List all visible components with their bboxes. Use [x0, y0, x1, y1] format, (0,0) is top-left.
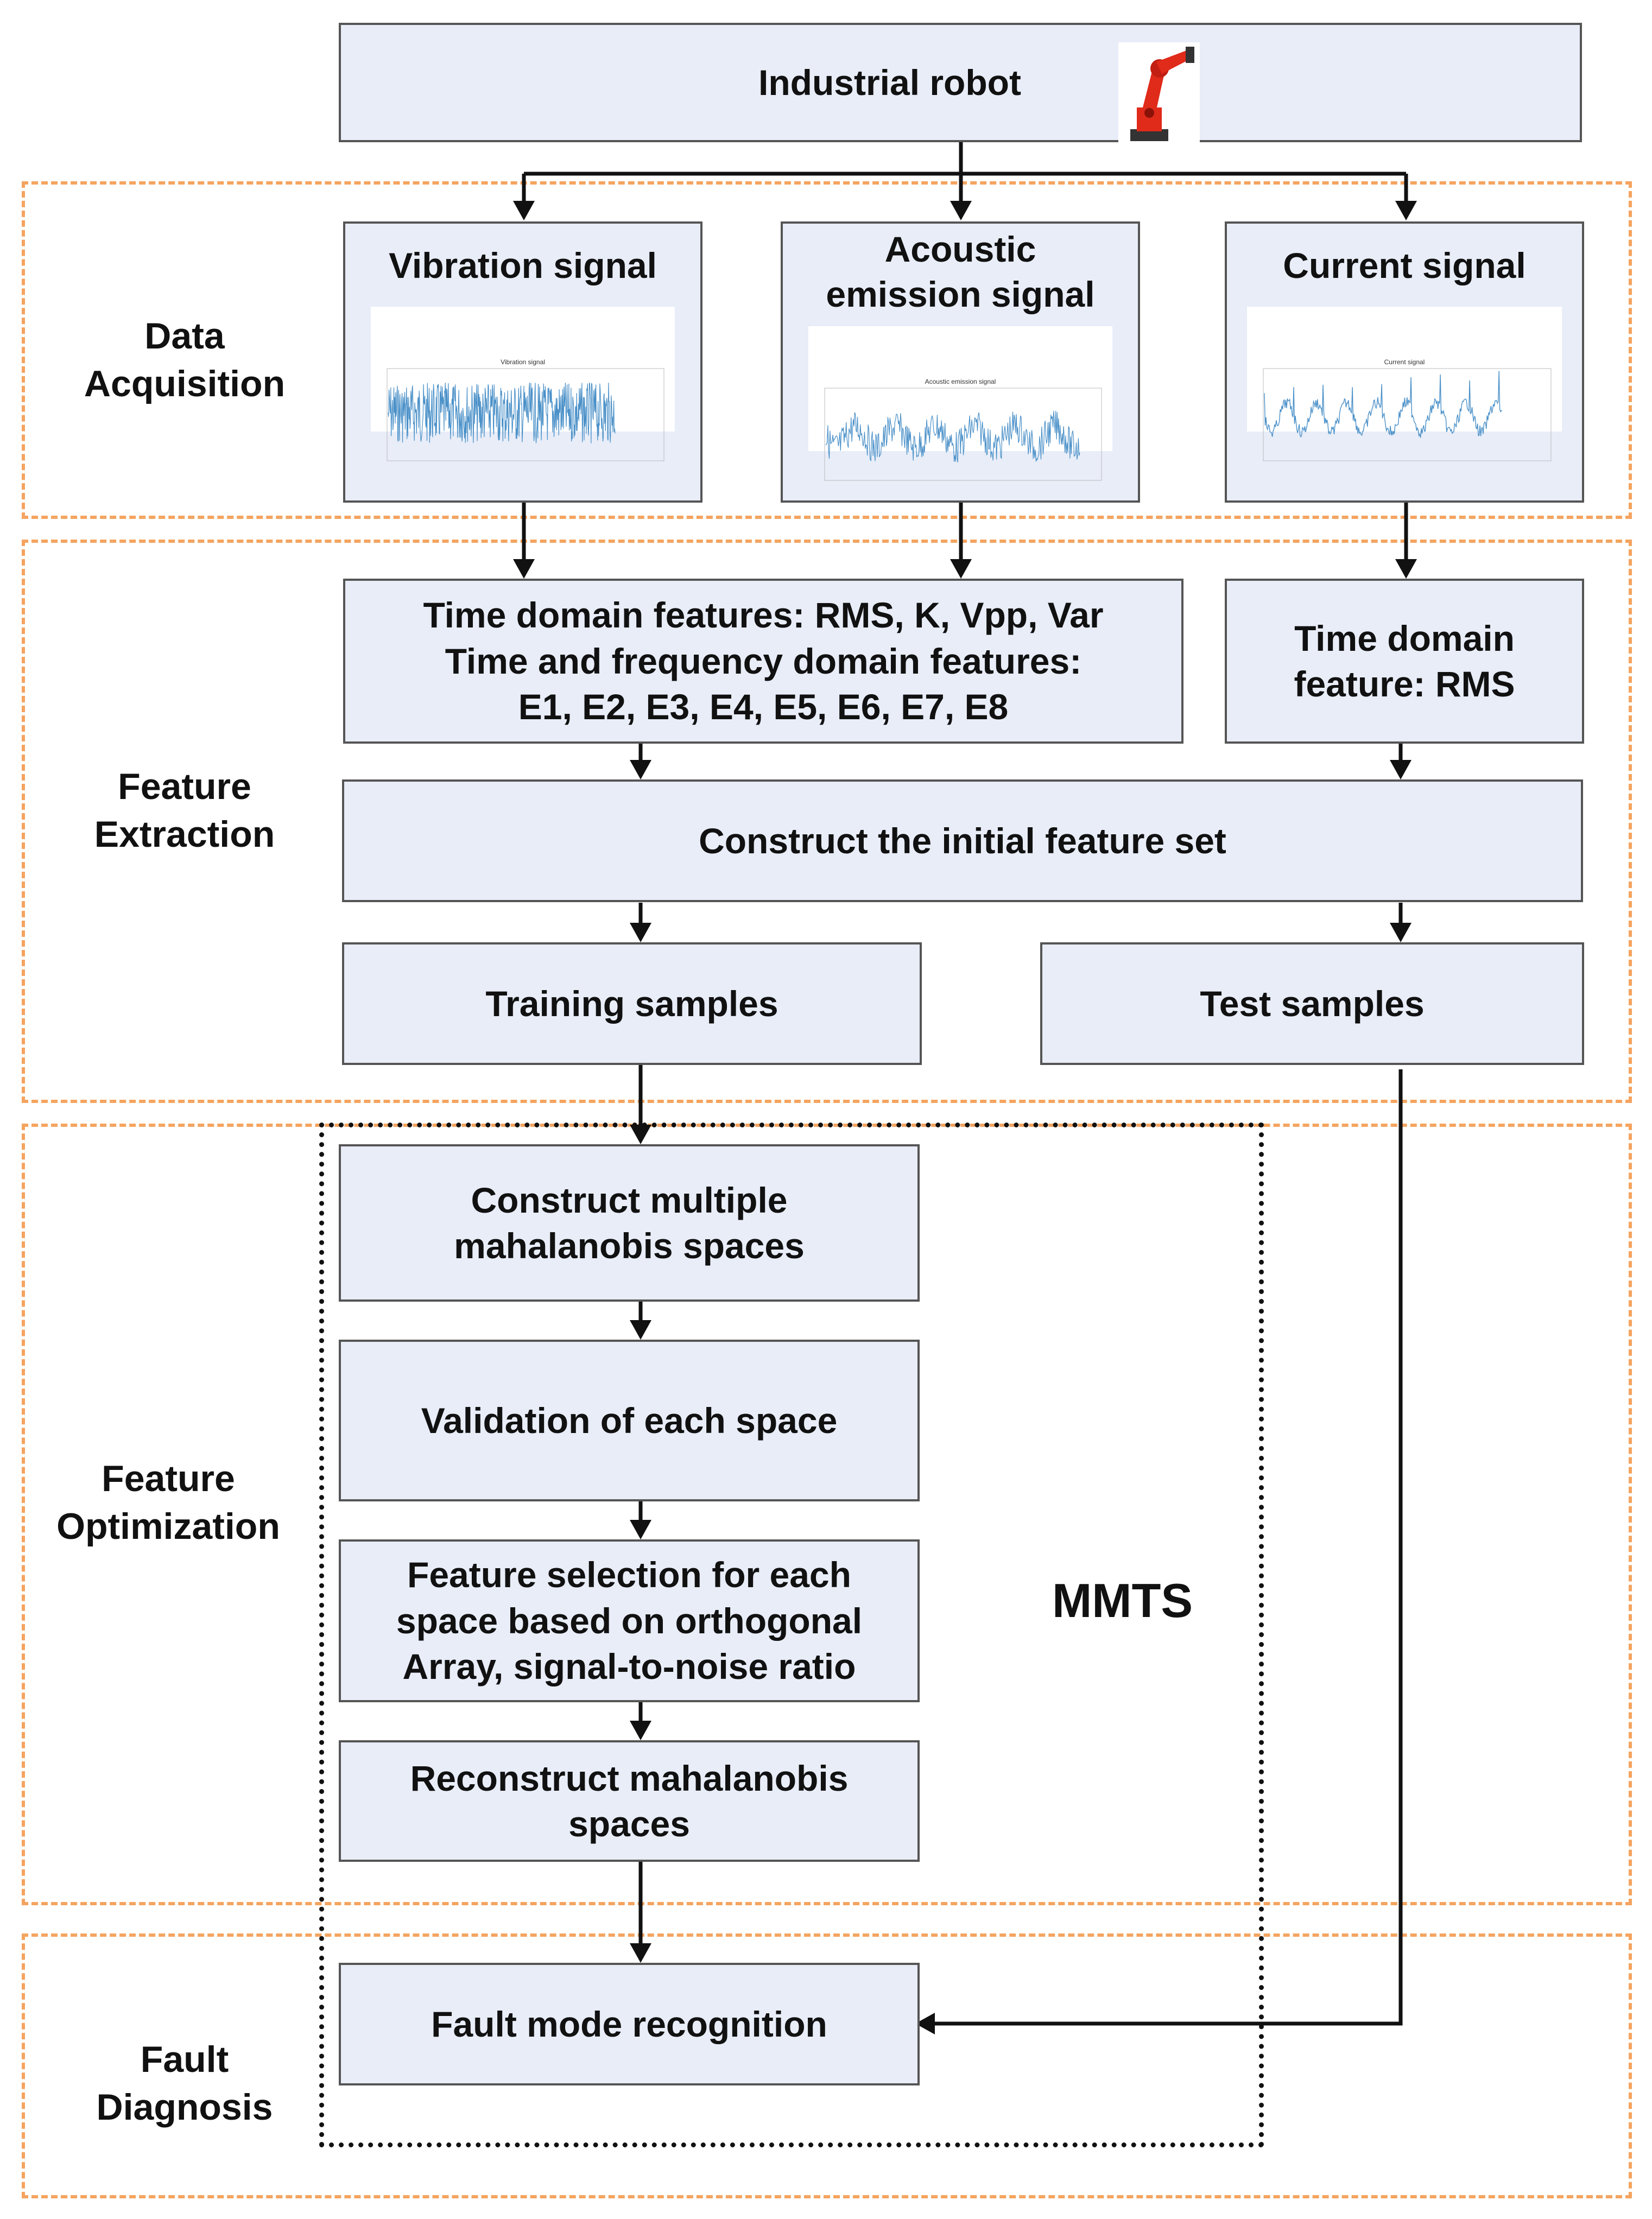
- fault-mode-recognition-box: Fault mode recognition: [339, 1963, 920, 2085]
- industrial-robot-label: Industrial robot: [758, 62, 1021, 103]
- arrowhead-construct: [630, 1125, 651, 1144]
- arrowhead-initial-left: [630, 760, 651, 779]
- arrowhead-recognition-side: [915, 2013, 935, 2034]
- arrowhead-current-features: [1395, 559, 1417, 579]
- arrowhead-vibration: [513, 201, 535, 220]
- construct-spaces-box: Construct multiple mahalanobis spaces: [339, 1144, 920, 1302]
- current-signal-box: Current signal Current signal: [1225, 221, 1584, 503]
- feature-selection-box: Feature selection for each space based o…: [339, 1539, 920, 1702]
- features-right-box: Time domain feature: RMS: [1225, 579, 1584, 744]
- arrowhead-selection: [630, 1520, 651, 1539]
- mmts-label: MMTS: [1052, 1574, 1193, 1627]
- acoustic-plot-title: Acoustic emission signal: [925, 378, 996, 385]
- arrowhead-test: [1390, 923, 1412, 942]
- arrowhead-vibration-features: [513, 559, 535, 579]
- arrow-test-recognition: [935, 1069, 1403, 2026]
- training-samples-box: Training samples: [342, 942, 922, 1065]
- arrowhead-acoustic-features: [950, 559, 972, 579]
- vibration-signal-title: Vibration signal: [389, 245, 657, 286]
- current-signal-title: Current signal: [1283, 245, 1526, 286]
- test-samples-box: Test samples: [1040, 942, 1584, 1065]
- section-fault-diagnosis: [22, 1933, 1632, 2198]
- current-signal-plot: Current signal: [1247, 306, 1562, 461]
- arrowhead-recognition-top: [630, 1943, 651, 1963]
- section-label-feature-extraction: Feature Extraction: [94, 766, 275, 855]
- mmts-frame: [319, 1123, 1264, 2147]
- reconstruct-spaces-box: Reconstruct mahalanobis spaces: [339, 1740, 920, 1862]
- industrial-robot-box: Industrial robot: [339, 23, 1582, 142]
- section-feature-extraction: [22, 540, 1632, 1103]
- section-label-fault-diagnosis: Fault Diagnosis: [96, 2039, 273, 2128]
- acoustic-emission-signal-box: Acoustic emission signal Acoustic emissi…: [781, 221, 1140, 503]
- arrowhead-training: [630, 923, 651, 942]
- vibration-plot-title: Vibration signal: [501, 358, 545, 366]
- acoustic-emission-signal-title: Acoustic emission signal: [826, 229, 1095, 314]
- arrowhead-initial-right: [1390, 760, 1412, 779]
- section-label-data-acquisition: Data Acquisition: [84, 315, 286, 405]
- section-data-acquisition: [22, 181, 1632, 519]
- arrowhead-current: [1395, 201, 1417, 220]
- section-label-feature-optimization: Feature Optimization: [56, 1458, 280, 1548]
- vibration-signal-box: Vibration signal Vibration signal: [343, 221, 702, 503]
- initial-feature-set-box: Construct the initial feature set: [342, 779, 1583, 902]
- current-plot-title: Current signal: [1384, 358, 1425, 366]
- arrowhead-validation: [630, 1320, 651, 1340]
- robot-arm-icon: [1118, 42, 1200, 145]
- validation-box: Validation of each space: [339, 1340, 920, 1501]
- acoustic-emission-signal-plot: Acoustic emission signal: [808, 326, 1112, 481]
- features-left-box: Time domain features: RMS, K, Vpp, Var T…: [343, 579, 1183, 744]
- arrowhead-acoustic: [950, 201, 972, 220]
- vibration-signal-plot: Vibration signal: [371, 306, 675, 461]
- arrowhead-reconstruct: [630, 1721, 651, 1740]
